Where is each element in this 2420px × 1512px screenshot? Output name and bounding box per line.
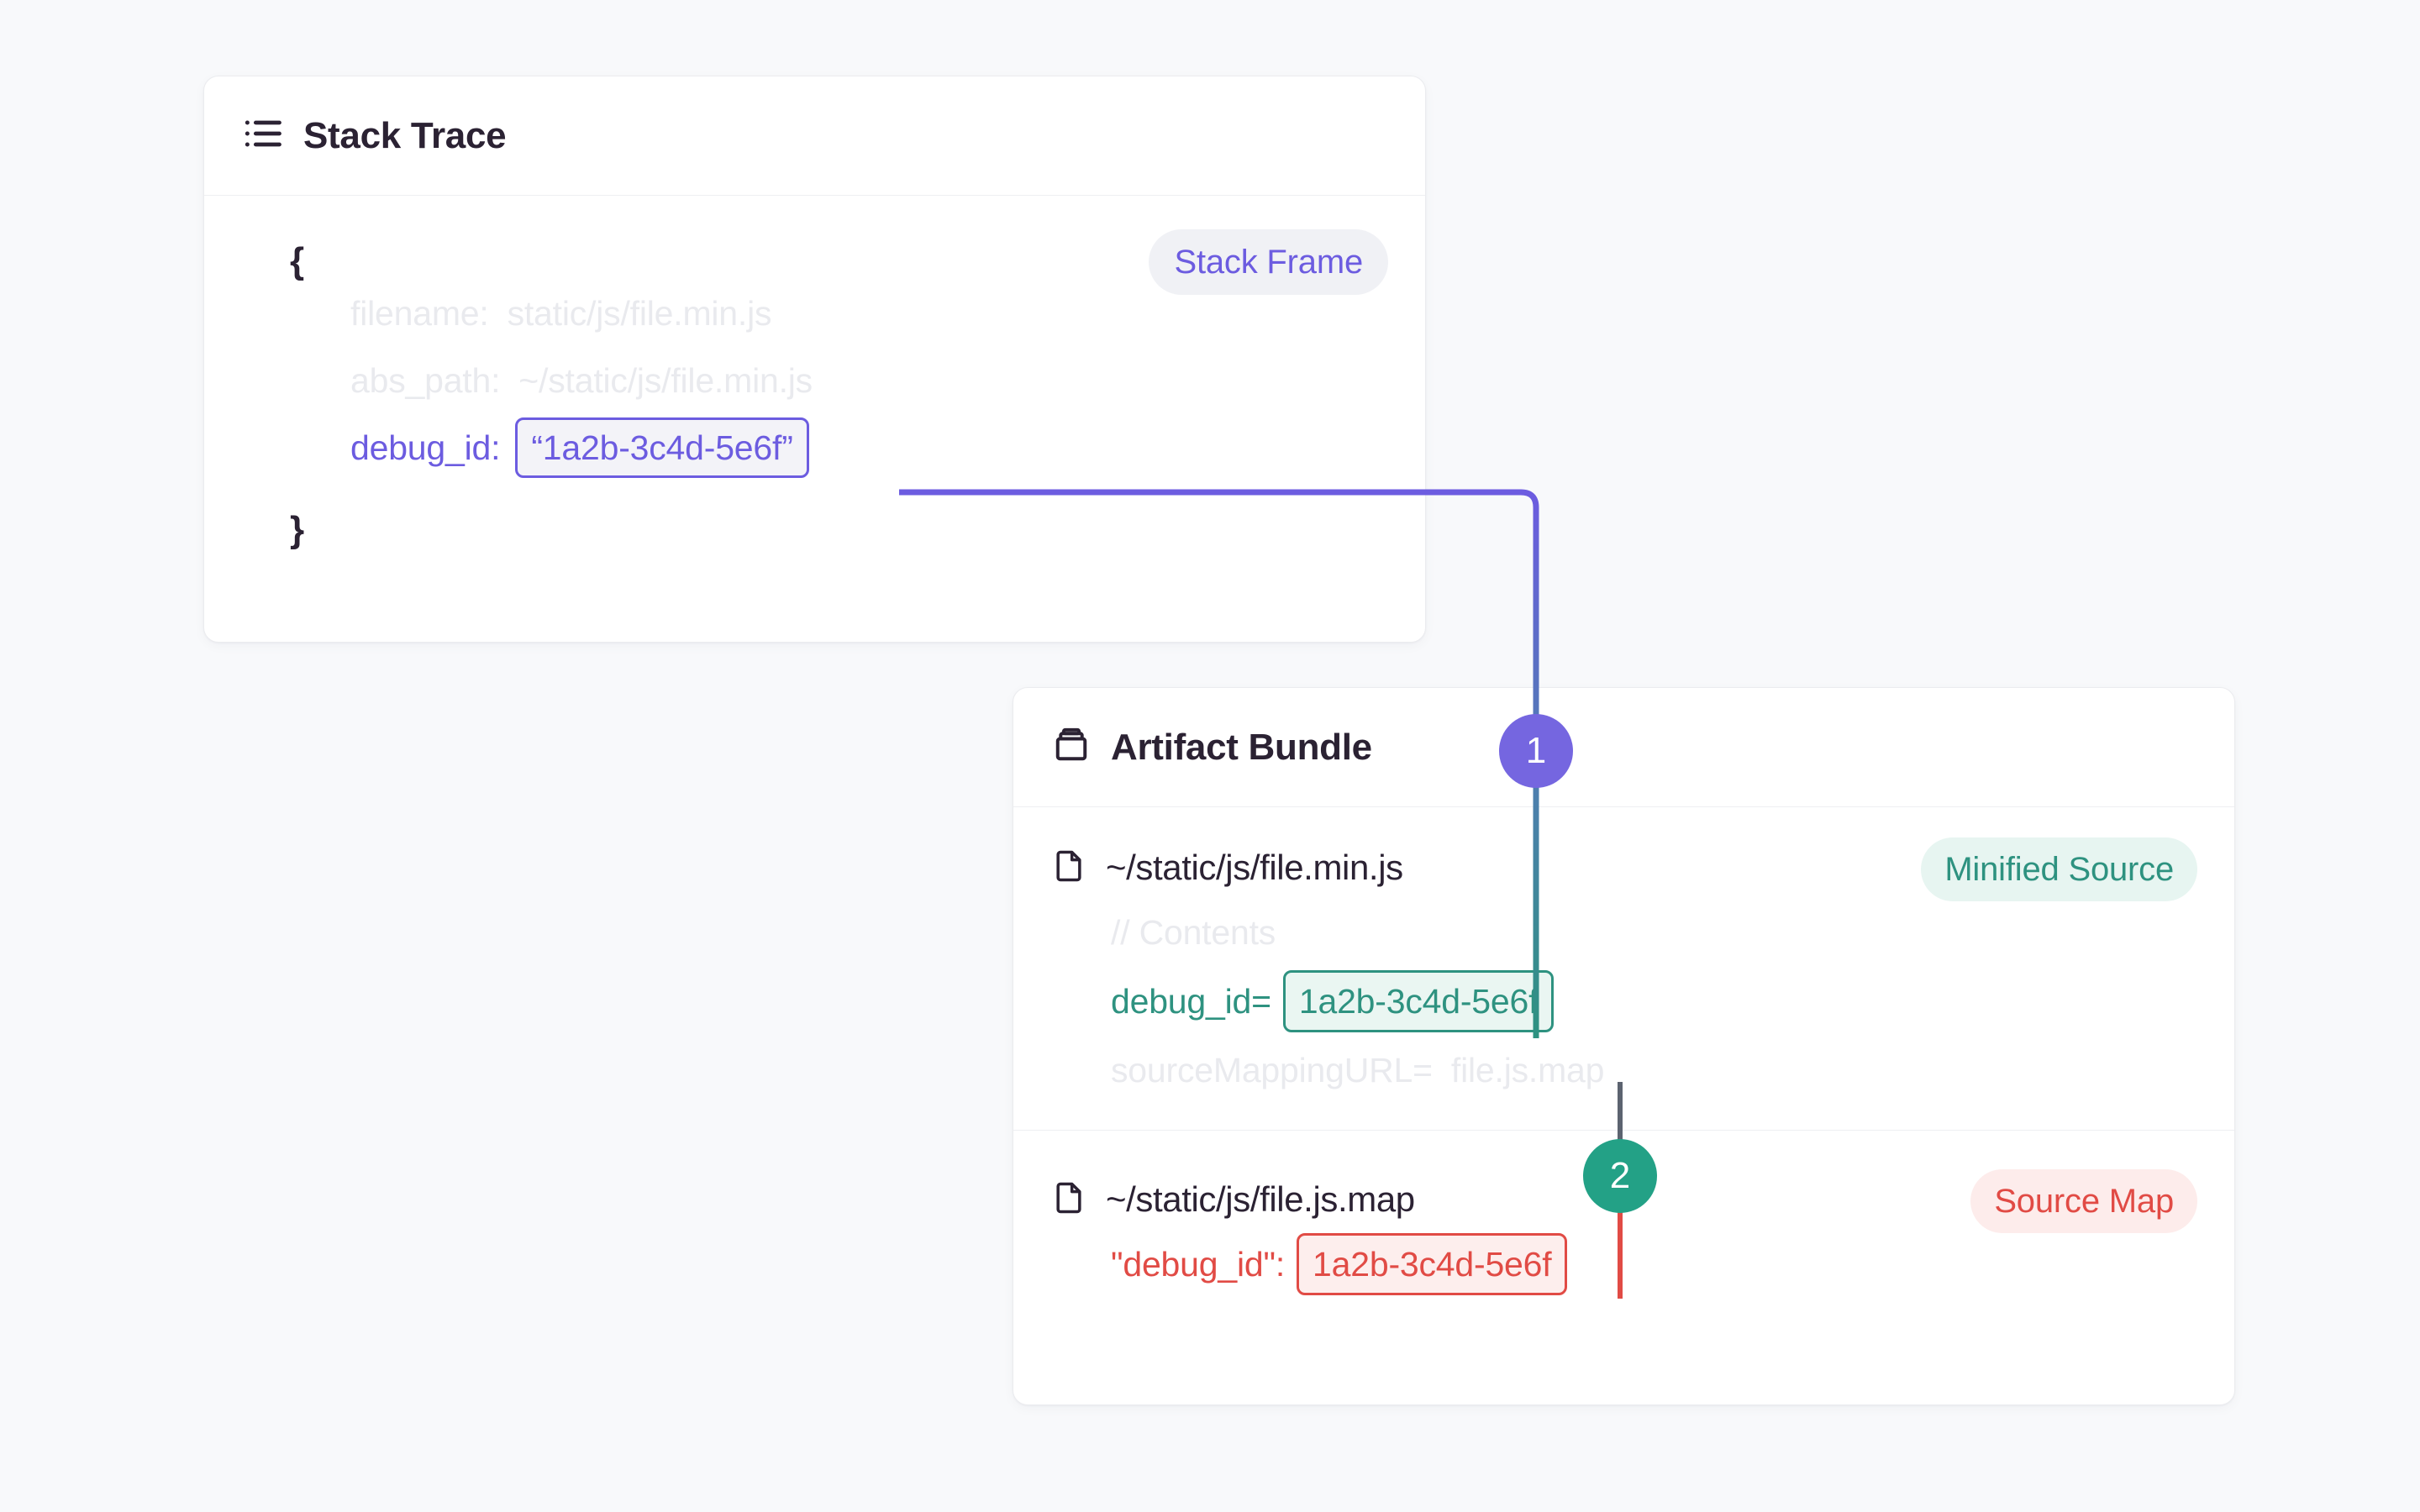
sourcemap-debug-id-key: "debug_id": bbox=[1111, 1244, 1286, 1284]
sourcemap-debug-id-chip[interactable]: 1a2b-3c4d-5e6f bbox=[1297, 1233, 1568, 1295]
brace-close: } bbox=[290, 509, 305, 550]
source-map-badge: Source Map bbox=[1970, 1169, 2197, 1233]
artifact-bundle-card: Artifact Bundle Minified Source ~/static… bbox=[1013, 687, 2235, 1405]
minified-debug-id-key: debug_id= bbox=[1111, 981, 1271, 1021]
field-debug-id-key: debug_id: bbox=[350, 428, 501, 467]
code-line-minified-debug-id: debug_id= 1a2b-3c4d-5e6f bbox=[1111, 967, 2197, 1036]
source-mapping-url-key: sourceMappingURL= bbox=[1111, 1050, 1433, 1089]
field-filename: filename: static/js/file.min.js bbox=[350, 280, 1388, 347]
file-section-minified: Minified Source ~/static/js/file.min.js … bbox=[1013, 807, 2234, 1105]
list-icon bbox=[241, 112, 285, 160]
field-filename-value: static/js/file.min.js bbox=[507, 293, 772, 333]
code-line-sourcemap-debug-id: "debug_id": 1a2b-3c4d-5e6f bbox=[1111, 1230, 2197, 1299]
file-row-sourcemap[interactable]: ~/static/js/file.js.map bbox=[1050, 1169, 2197, 1230]
artifact-bundle-title: Artifact Bundle bbox=[1111, 726, 1372, 768]
stack-trace-header: Stack Trace bbox=[204, 76, 1425, 196]
stack-frame-badge: Stack Frame bbox=[1149, 229, 1388, 295]
stack-trace-body: Stack Frame { filename: static/js/file.m… bbox=[204, 196, 1425, 582]
file-section-sourcemap: Source Map ~/static/js/file.js.map "debu… bbox=[1013, 1130, 2234, 1299]
file-name-minified: ~/static/js/file.min.js bbox=[1106, 848, 1403, 887]
field-filename-key: filename: bbox=[350, 293, 489, 333]
file-icon bbox=[1050, 848, 1087, 889]
code-line-source-mapping-url: sourceMappingURL= file.js.map bbox=[1111, 1036, 2197, 1105]
minified-source-badge: Minified Source bbox=[1921, 837, 2197, 901]
file-name-sourcemap: ~/static/js/file.js.map bbox=[1106, 1179, 1415, 1219]
stack-trace-card: Stack Trace Stack Frame { filename: stat… bbox=[203, 76, 1426, 643]
field-debug-id: debug_id: “1a2b-3c4d-5e6f” bbox=[350, 414, 1388, 481]
field-abs-path-key: abs_path: bbox=[350, 360, 501, 400]
minified-debug-id-chip[interactable]: 1a2b-3c4d-5e6f bbox=[1282, 970, 1555, 1032]
brace-open: { bbox=[290, 240, 305, 281]
file-icon bbox=[1050, 1179, 1087, 1221]
source-mapping-url-value: file.js.map bbox=[1450, 1050, 1605, 1089]
step-marker-1[interactable]: 1 bbox=[1499, 714, 1573, 788]
field-abs-path-value: ~/static/js/file.min.js bbox=[518, 360, 813, 400]
artifact-bundle-header: Artifact Bundle bbox=[1013, 688, 2234, 807]
stackframe-debug-id-chip[interactable]: “1a2b-3c4d-5e6f” bbox=[515, 417, 809, 478]
step-marker-2[interactable]: 2 bbox=[1583, 1139, 1657, 1213]
code-line-contents: // Contents bbox=[1111, 912, 1276, 952]
field-abs-path: abs_path: ~/static/js/file.min.js bbox=[350, 347, 1388, 414]
stack-trace-title: Stack Trace bbox=[303, 114, 507, 156]
package-icon bbox=[1050, 724, 1092, 770]
